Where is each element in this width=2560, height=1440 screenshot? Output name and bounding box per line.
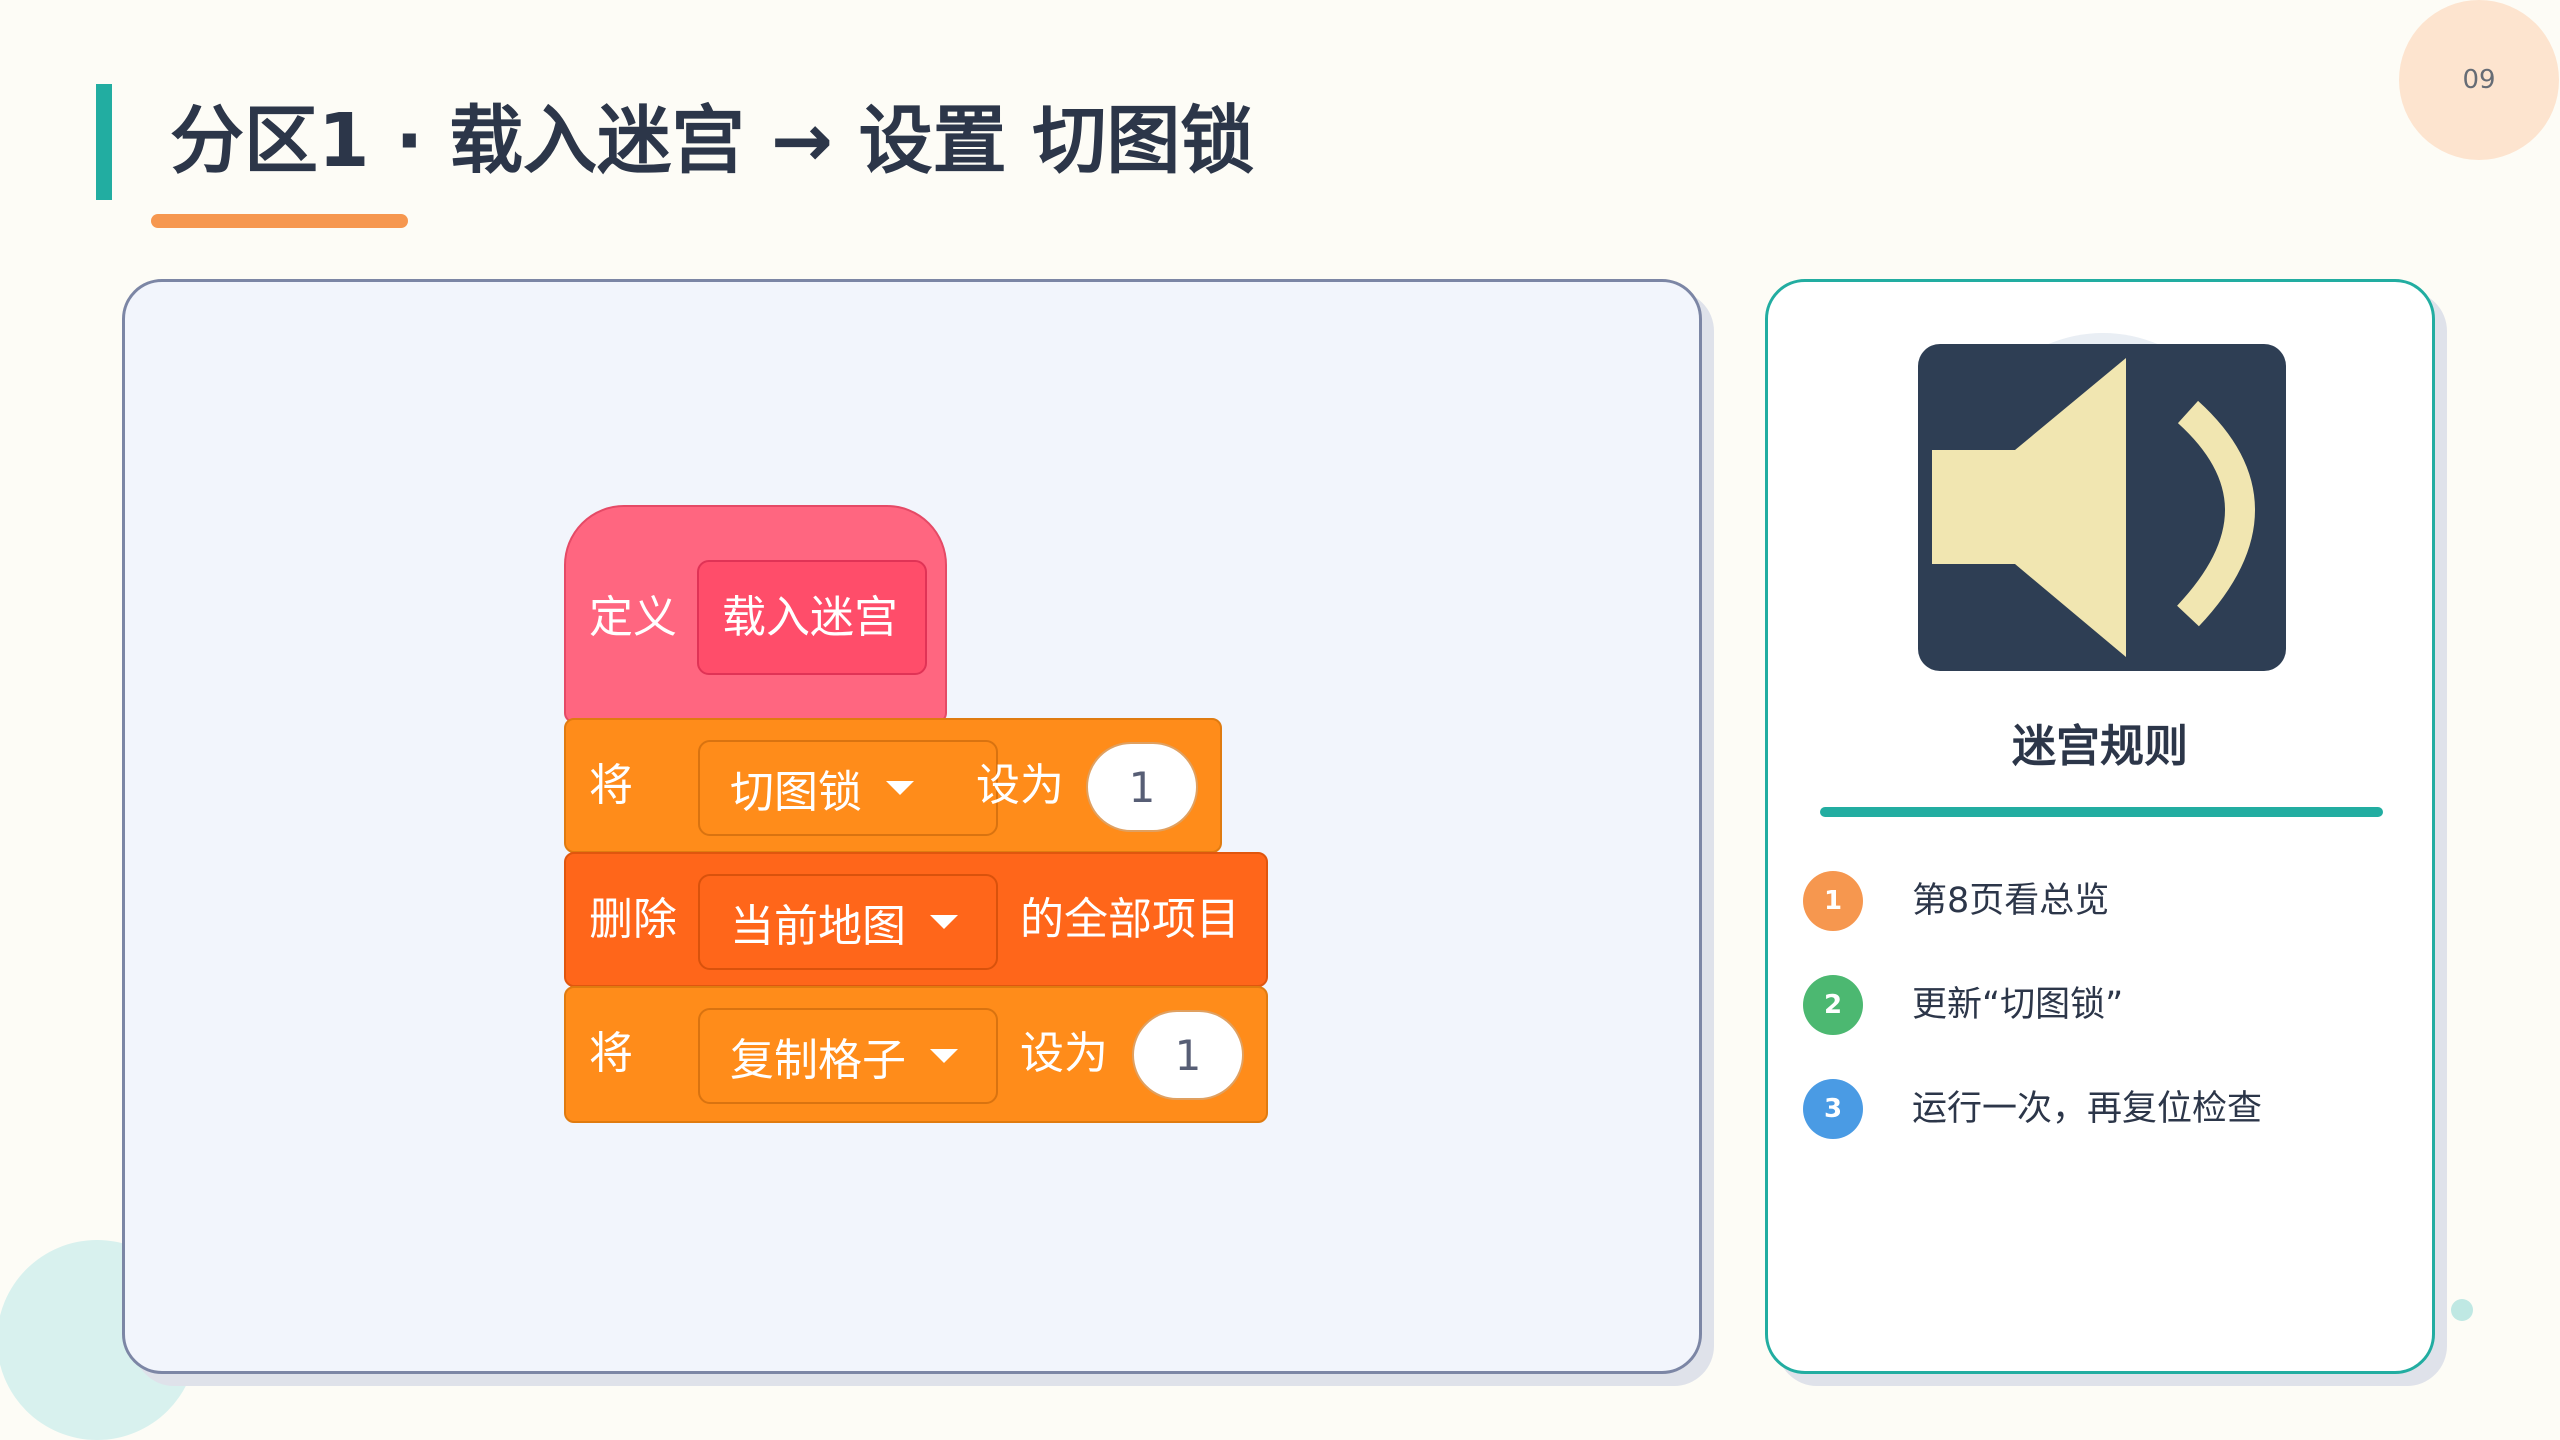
chevron-down-icon [886,781,914,795]
page-title: 分区1 · 载入迷宫 → 设置 切图锁 [170,98,1255,184]
rule-text: 更新“切图锁” [1912,985,2124,1025]
define-label: 定义 [589,592,677,643]
title-underline [151,214,408,228]
variable-name: 切图锁 [730,767,862,818]
page-number: 09 [2462,65,2496,95]
rule-number-badge: 2 [1803,975,1863,1035]
variable-dropdown[interactable]: 切图锁 [698,740,998,836]
list-dropdown[interactable]: 当前地图 [698,874,998,970]
delete-label: 删除 [589,894,677,945]
set-to-label: 设为 [1020,1028,1108,1079]
delete-suffix: 的全部项目 [1020,894,1240,945]
title-accent-bar [96,84,112,200]
rule-text: 运行一次，再复位检查 [1912,1089,2263,1129]
procedure-name: 载入迷宫 [722,592,898,643]
value-input[interactable]: 1 [1086,742,1198,832]
value-input[interactable]: 1 [1132,1010,1244,1100]
heading-divider [1820,807,2383,817]
rule-number-badge: 1 [1803,871,1863,931]
set-label: 将 [589,760,633,811]
set-label: 将 [589,1028,633,1079]
speaker-icon [1918,344,2286,671]
list-name: 当前地图 [730,901,906,952]
rule-number-badge: 3 [1803,1079,1863,1139]
rule-text: 第8页看总览 [1912,881,2110,921]
chevron-down-icon [930,915,958,929]
variable-dropdown[interactable]: 复制格子 [698,1008,998,1104]
chevron-down-icon [930,1049,958,1063]
variable-name: 复制格子 [730,1035,906,1086]
page-number-badge: 09 [2399,0,2559,160]
rules-heading: 迷宫规则 [2012,721,2188,772]
decorative-dot [2451,1299,2473,1321]
set-to-label: 设为 [976,760,1064,811]
procedure-prototype[interactable] [697,560,927,675]
